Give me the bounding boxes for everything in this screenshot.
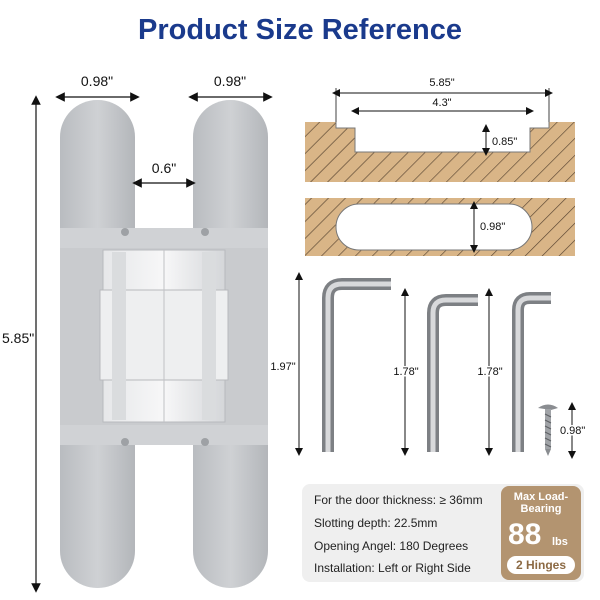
- hinge-gap-label: 0.6": [152, 160, 176, 176]
- page-title: Product Size Reference: [138, 14, 462, 46]
- hinge-leaf-width-right-label: 0.98": [214, 73, 246, 89]
- badge-unit: lbs: [552, 536, 568, 548]
- allen-key-large: [322, 278, 391, 452]
- badge-value: 88: [508, 518, 542, 551]
- badge-hinges-pill: 2 Hinges: [507, 556, 575, 574]
- spec-opening-angle: Opening Angel: 180 Degrees: [314, 539, 469, 553]
- spec-slotting-depth: Slotting depth: 22.5mm: [314, 516, 438, 530]
- key3-height-label: 1.78": [477, 366, 502, 378]
- screw-height-label: 0.98": [560, 425, 585, 437]
- badge-label-line1: Max Load-: [513, 491, 569, 503]
- hinge-top-plate: [60, 228, 268, 248]
- key1-height-label: 1.97": [270, 361, 295, 373]
- hinge-leaf-width-label: 0.98": [81, 73, 113, 89]
- key2-height-label: 1.78": [393, 366, 418, 378]
- hinge-bottom-plate: [60, 425, 268, 445]
- badge-label: Max Load- Bearing: [501, 491, 581, 515]
- allen-key-small: [512, 292, 551, 452]
- spec-installation: Installation: Left or Right Side: [314, 561, 471, 575]
- slot-inner-width-label: 4.3": [432, 97, 451, 109]
- hinge-illustration: [60, 100, 268, 588]
- load-bearing-badge: Max Load- Bearing 88 lbs 2 Hinges: [501, 486, 581, 580]
- spec-door-thickness: For the door thickness: ≥ 36mm: [314, 493, 483, 507]
- slot-outer-width-label: 5.85": [429, 77, 454, 89]
- slot-top-width-label: 0.98": [480, 221, 505, 233]
- allen-key-medium: [427, 294, 478, 452]
- slot-cross-section: [305, 122, 575, 182]
- hinge-height-label: 5.85": [2, 330, 34, 346]
- slot-depth-label: 0.85": [492, 136, 517, 148]
- screw: [538, 404, 558, 456]
- badge-label-line2: Bearing: [520, 503, 562, 515]
- slot-front-view: [305, 198, 575, 256]
